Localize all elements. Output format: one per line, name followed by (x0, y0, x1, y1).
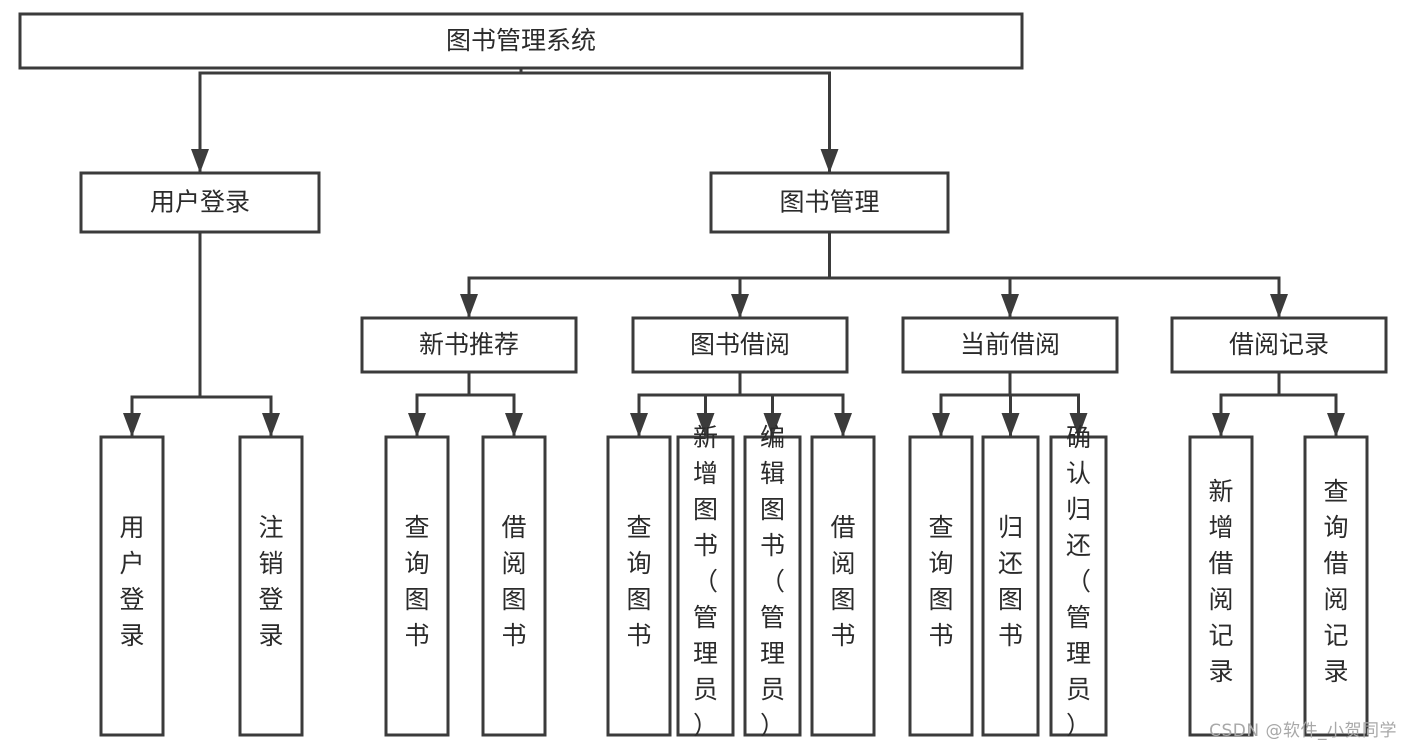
node-label: 用户登录 (119, 513, 144, 650)
arrow-head-icon (1270, 294, 1288, 318)
node-label: 当前借阅 (960, 330, 1060, 359)
node-label: 查询借阅记录 (1323, 477, 1348, 686)
node-box (908, 435, 974, 737)
node-new-book-rec[interactable]: 新书推荐 (360, 316, 578, 374)
node-leaf-confirm-return[interactable]: 确认归还（管理员） (1049, 423, 1108, 740)
node-label: 新书推荐 (419, 330, 519, 359)
arrow-head-icon (191, 149, 209, 173)
arrow-head-icon (696, 413, 715, 437)
arrow-head-icon (408, 413, 426, 437)
node-label: 归还图书 (998, 513, 1023, 650)
node-label: 借阅记录 (1229, 330, 1329, 359)
node-leaf-query-book-2[interactable]: 查询图书 (606, 435, 672, 737)
node-box (238, 435, 304, 737)
arrow-head-icon (834, 413, 852, 437)
node-box (1049, 435, 1108, 737)
node-leaf-add-book[interactable]: 新增图书（管理员） (676, 423, 735, 740)
node-leaf-user-login[interactable]: 用户登录 (99, 435, 165, 737)
node-current-borrow[interactable]: 当前借阅 (901, 316, 1119, 374)
node-label: 图书管理 (779, 188, 879, 217)
node-label: 新增借阅记录 (1208, 477, 1233, 686)
node-label: 注销登录 (258, 513, 283, 650)
arrow-head-icon (1327, 413, 1345, 437)
connector-group-new-book-rec (408, 370, 523, 439)
connector-group-current-borrow (932, 370, 1088, 439)
arrow-head-icon (763, 413, 782, 437)
node-layer: 图书管理系统用户登录图书管理新书推荐图书借阅当前借阅借阅记录用户登录注销登录查询… (18, 12, 1388, 740)
node-label: 确认归还（管理员） (1066, 423, 1091, 740)
node-leaf-return-book[interactable]: 归还图书 (981, 435, 1040, 737)
connector-group-root (191, 66, 839, 175)
node-label: 图书管理系统 (446, 26, 596, 55)
connector-layer (123, 66, 1345, 439)
node-box (18, 12, 1024, 70)
arrow-head-icon (123, 413, 141, 437)
node-label: 编辑图书（管理员） (760, 423, 785, 740)
node-label: 查询图书 (928, 513, 953, 650)
node-box (676, 435, 735, 737)
node-leaf-query-book-3[interactable]: 查询图书 (908, 435, 974, 737)
node-leaf-query-record[interactable]: 查询借阅记录 (1303, 435, 1369, 737)
node-box (1188, 435, 1254, 737)
node-box (481, 435, 547, 737)
node-book-manage[interactable]: 图书管理 (709, 171, 950, 234)
arrow-head-icon (1069, 413, 1088, 437)
node-root[interactable]: 图书管理系统 (18, 12, 1024, 70)
connector-group-book-manage (460, 230, 1288, 320)
node-box (99, 435, 165, 737)
node-box (631, 316, 849, 374)
node-leaf-query-book-1[interactable]: 查询图书 (384, 435, 450, 737)
watermark-label: CSDN @软件_小贺同学 (1209, 721, 1397, 741)
node-user-login[interactable]: 用户登录 (79, 171, 321, 234)
node-box (384, 435, 450, 737)
arrow-head-icon (262, 413, 280, 437)
node-box (981, 435, 1040, 737)
arrow-head-icon (932, 413, 950, 437)
node-borrow-record[interactable]: 借阅记录 (1170, 316, 1388, 374)
connector-group-borrow-record (1212, 370, 1345, 439)
arrow-head-icon (820, 149, 839, 173)
node-leaf-user-logout[interactable]: 注销登录 (238, 435, 304, 737)
arrow-head-icon (630, 413, 648, 437)
arrow-head-icon (460, 294, 478, 318)
node-box (743, 435, 802, 737)
arrow-head-icon (1001, 413, 1020, 437)
node-box (606, 435, 672, 737)
node-box (360, 316, 578, 374)
node-leaf-edit-book[interactable]: 编辑图书（管理员） (743, 423, 802, 740)
node-label: 图书借阅 (690, 330, 790, 359)
node-label: 查询图书 (626, 513, 651, 650)
node-box (1170, 316, 1388, 374)
node-leaf-borrow-book-1[interactable]: 借阅图书 (481, 435, 547, 737)
node-label: 新增图书（管理员） (693, 423, 718, 740)
node-label: 借阅图书 (830, 513, 855, 650)
node-label: 查询图书 (404, 513, 429, 650)
node-leaf-add-record[interactable]: 新增借阅记录 (1188, 435, 1254, 737)
node-box (901, 316, 1119, 374)
node-book-borrow[interactable]: 图书借阅 (631, 316, 849, 374)
node-box (79, 171, 321, 234)
connector-group-book-borrow (630, 370, 852, 439)
arrow-head-icon (1212, 413, 1230, 437)
node-box (1303, 435, 1369, 737)
connector-group-user-login (123, 230, 280, 439)
arrow-head-icon (731, 294, 749, 318)
node-label: 用户登录 (150, 188, 250, 217)
node-box (709, 171, 950, 234)
arrow-head-icon (505, 413, 523, 437)
node-label: 借阅图书 (501, 513, 526, 650)
node-box (810, 435, 876, 737)
arrow-head-icon (1001, 294, 1019, 318)
node-leaf-borrow-book-2[interactable]: 借阅图书 (810, 435, 876, 737)
